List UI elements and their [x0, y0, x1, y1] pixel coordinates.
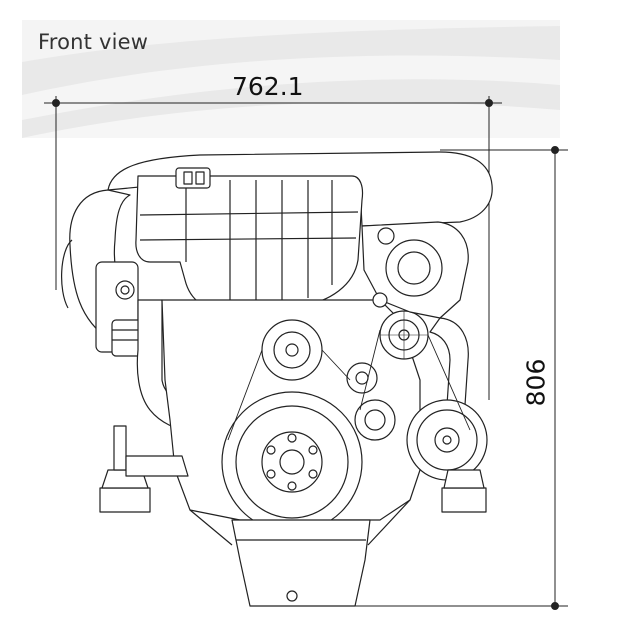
right-mount — [441, 487, 487, 513]
intake-manifold — [135, 175, 364, 311]
engine-drawing — [61, 151, 493, 607]
oil-pan — [231, 519, 371, 607]
height-dimension-label: 806 — [521, 358, 551, 407]
view-title: Front view — [38, 30, 149, 54]
height-dimension — [300, 146, 568, 610]
width-dimension — [44, 96, 502, 400]
left-mount — [99, 487, 151, 513]
header-band — [22, 20, 560, 138]
width-dimension-label: 762.1 — [232, 72, 304, 101]
